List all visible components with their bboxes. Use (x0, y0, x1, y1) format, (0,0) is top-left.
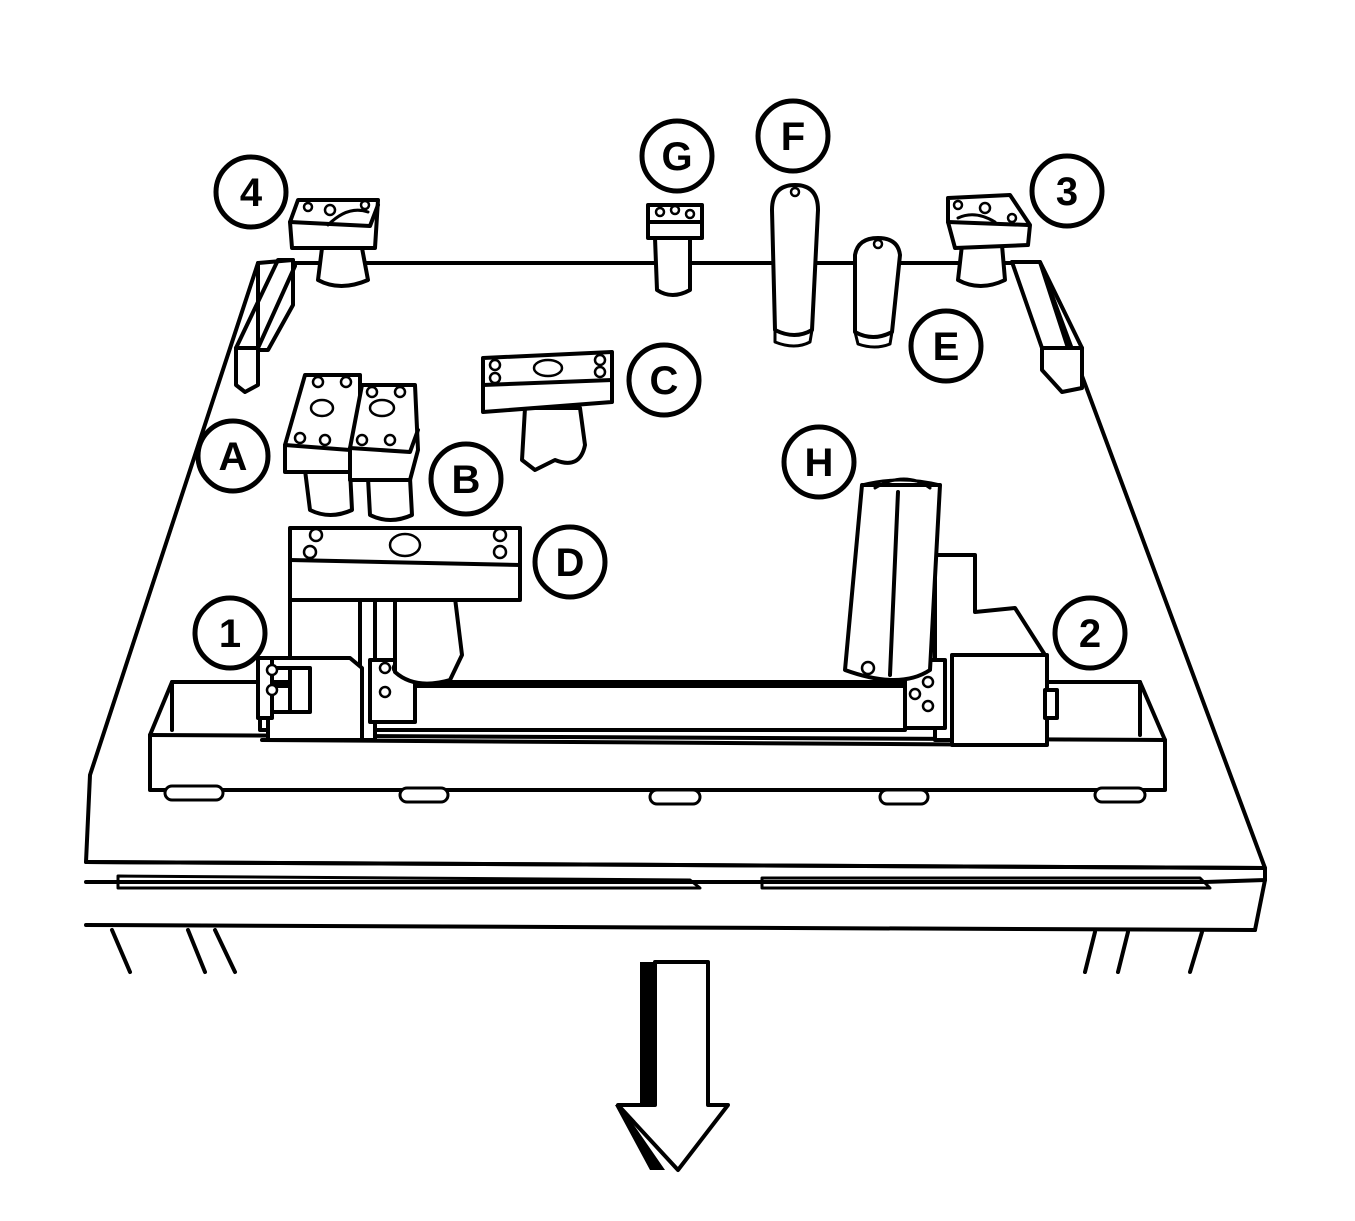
bolt (921, 699, 935, 713)
callout-f: F (755, 98, 831, 174)
part-d-block (288, 526, 522, 686)
arrow-down-icon (615, 960, 730, 1172)
callout-4: 4 (213, 154, 289, 230)
bolt (265, 663, 279, 677)
bolt (908, 687, 922, 701)
rail-foot (648, 788, 702, 806)
callout-g: G (639, 118, 715, 194)
callout-label: A (219, 435, 248, 479)
clamp-3-back-right (946, 193, 1032, 288)
table-legs-left (110, 928, 237, 974)
part-b-block (348, 383, 420, 522)
rail-foot (163, 784, 225, 802)
part-f-pin (770, 183, 820, 348)
table-slot-left (116, 874, 702, 890)
part-g-pin (646, 203, 704, 297)
side-channel-left (234, 258, 297, 394)
clamp-4-back-left (288, 198, 380, 288)
callout-label: D (556, 541, 585, 585)
table-legs-right (1083, 930, 1204, 974)
part-e-pin (853, 236, 902, 349)
callout-label: 3 (1056, 170, 1078, 214)
callout-label: 1 (219, 612, 241, 656)
callout-label: B (452, 458, 481, 502)
callout-h: H (781, 424, 857, 500)
clamp-2-right (903, 553, 1059, 747)
callout-3: 3 (1029, 153, 1105, 229)
side-channel-right (1010, 260, 1084, 394)
callout-label: F (781, 115, 805, 159)
part-h-tube (843, 477, 942, 682)
callout-label: H (805, 441, 834, 485)
bolt (378, 685, 392, 699)
table-apron-bottom (84, 923, 1257, 932)
callout-label: C (650, 359, 679, 403)
bolt (265, 683, 279, 697)
bolt (378, 661, 392, 675)
part-a-block (283, 373, 362, 517)
callout-a: A (195, 418, 271, 494)
bolt (921, 675, 935, 689)
callout-label: E (933, 325, 960, 369)
rail-foot (878, 788, 930, 806)
callout-label: 4 (240, 171, 263, 215)
rail-foot (398, 786, 450, 804)
callout-b: B (428, 441, 504, 517)
rail-foot (1093, 786, 1147, 804)
callout-e: E (908, 308, 984, 384)
callout-c: C (626, 342, 702, 418)
callout-label: G (661, 135, 692, 179)
part-c-block (481, 350, 614, 472)
callout-1: 1 (192, 595, 268, 671)
callout-2: 2 (1052, 595, 1128, 671)
callout-label: 2 (1079, 612, 1101, 656)
callout-d: D (532, 524, 608, 600)
table-slot-right (760, 876, 1212, 890)
